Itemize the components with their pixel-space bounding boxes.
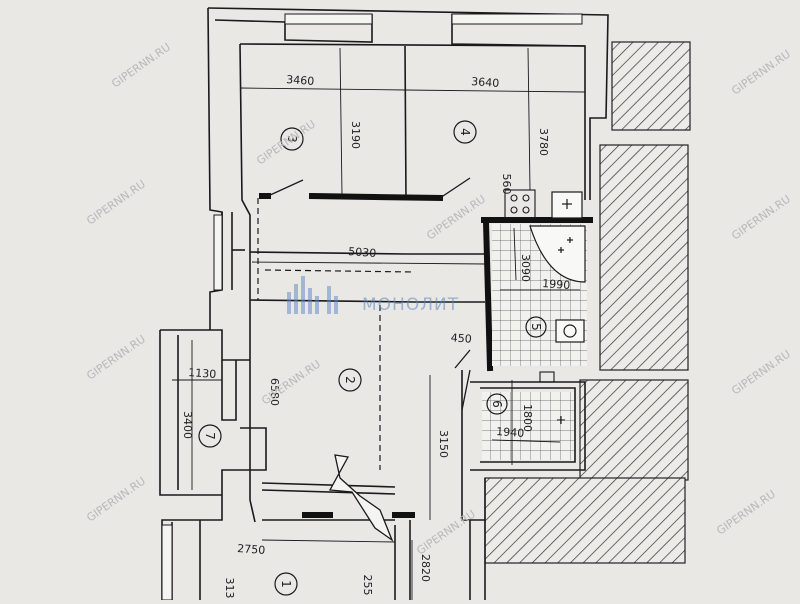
stove-icon (504, 189, 536, 219)
dimension-313: 313 (223, 578, 236, 599)
dashed-lines (257, 198, 416, 470)
watermark-text: GIPERNN.RU (729, 192, 793, 242)
dimension-3460: 3460 (286, 73, 315, 88)
dimension-3150: 3150 (437, 430, 450, 458)
room-label-7: 7 (203, 432, 217, 440)
logo-mark-icon (287, 276, 338, 314)
hatched-area-top-right (611, 41, 691, 131)
dimension-lines (172, 47, 586, 600)
dimension-3190: 3190 (349, 121, 362, 149)
room-label-5: 5 (529, 323, 543, 331)
brand-logo (287, 276, 338, 314)
dimension-255: 255 (361, 575, 374, 596)
watermark-text: GIPERNN.RU (84, 474, 148, 524)
dimension-3090: 3090 (519, 254, 532, 282)
dimension-560: 560 (500, 174, 513, 195)
wc-tiles (482, 392, 574, 460)
watermark-text: GIPERNN.RU (84, 177, 148, 227)
bathtub-icon (529, 225, 586, 283)
dimension-450: 450 (450, 331, 472, 345)
dimension-1800: 1800 (521, 404, 534, 432)
watermark-text: GIPERNN.RU (714, 487, 778, 537)
hatched-area-bottom (484, 477, 686, 564)
room-label-3: 3 (285, 135, 299, 143)
bold-walls (259, 192, 593, 518)
watermark-text: GIPERNN.RU (414, 507, 478, 557)
room-label-6: 6 (490, 400, 504, 408)
windows (161, 13, 583, 601)
dimension-2750: 2750 (237, 542, 266, 557)
brand-watermark: МОНОЛИТ (362, 295, 459, 315)
door-swings (267, 177, 471, 542)
room-label-1: 1 (279, 580, 293, 588)
dimension-3780: 3780 (537, 128, 550, 156)
dimension-2820: 2820 (419, 554, 432, 582)
dimension-6580: 6580 (268, 378, 281, 406)
room-label-2: 2 (343, 376, 357, 384)
watermark-text: GIPERNN.RU (729, 47, 793, 97)
hatched-area-right (599, 144, 689, 371)
wc-fixture-icon (539, 371, 565, 424)
dimension-5030: 5030 (348, 245, 377, 260)
sink-icon (551, 191, 583, 219)
watermark-text: GIPERNN.RU (254, 117, 318, 167)
dimension-1130: 1130 (188, 366, 217, 381)
dimension-1940: 1940 (496, 425, 525, 440)
watermark-text: GIPERNN.RU (84, 332, 148, 382)
room-label-4: 4 (458, 128, 472, 136)
hatched-area-bottom-right (579, 379, 689, 481)
watermark-text: GIPERNN.RU (729, 347, 793, 397)
dimension-1990: 1990 (542, 277, 571, 292)
dimension-3400: 3400 (181, 411, 194, 439)
dimension-3640: 3640 (471, 75, 500, 90)
toilet-icon (555, 319, 585, 343)
room-markers (198, 120, 547, 596)
watermark-text: GIPERNN.RU (109, 40, 173, 90)
